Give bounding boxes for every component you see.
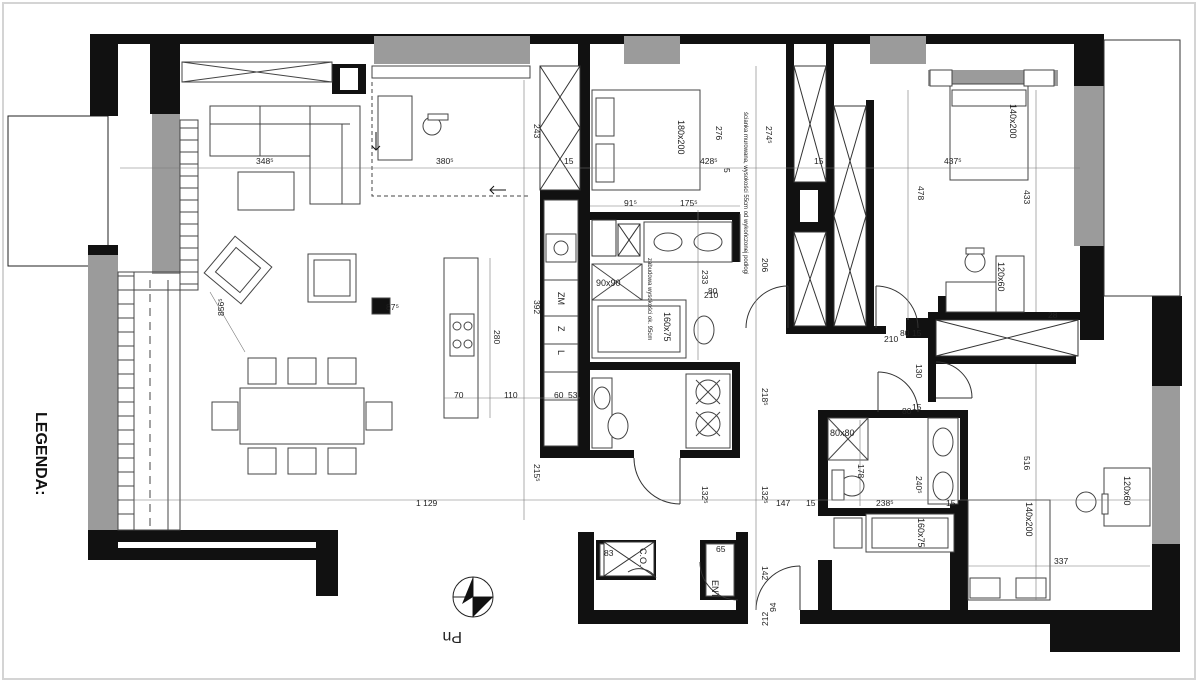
compass-icon — [452, 576, 494, 618]
dim-380: 380⁵ — [436, 156, 454, 166]
dim-210-b: 210 — [884, 334, 898, 344]
dim-212: 212 — [760, 612, 770, 626]
dim-348: 348⁵ — [256, 156, 274, 166]
shower-2-label: 80x80 — [830, 428, 855, 438]
dim-210-a: 210 — [704, 290, 718, 300]
dim-516: 516 — [1022, 456, 1032, 470]
bathroom-2 — [827, 417, 959, 553]
dim-175: 175⁵ — [680, 198, 698, 208]
dim-132-a: 132⁵ — [700, 486, 710, 504]
dim-130: 130 — [914, 364, 924, 378]
dim-65: 65 — [716, 544, 726, 554]
bed-2-label: 140x200 — [1008, 104, 1018, 139]
dim-15-g: 15 — [912, 328, 922, 338]
balcony — [7, 115, 109, 267]
wall-note: ścianka murowana, wysokości 55cm od wyko… — [742, 112, 748, 274]
dim-94: 94 — [768, 602, 778, 612]
dim-142: 142 — [760, 566, 770, 580]
dim-91: 91⁵ — [624, 198, 637, 208]
legend-label: LEGENDA: — [32, 412, 49, 496]
windows — [88, 36, 1180, 544]
dim-15-b: 15 — [814, 156, 824, 166]
dim-1129: 1 129 — [416, 498, 438, 508]
exterior-walls — [88, 34, 1182, 652]
kitchen-counter — [543, 199, 579, 447]
dim-15-f: 15 — [912, 402, 922, 412]
bed-3-label: 140x200 — [1024, 502, 1034, 537]
dim-28: 28 — [1048, 310, 1058, 320]
dim-215: 215⁵ — [532, 464, 542, 482]
dim-132-b: 132⁵ — [760, 486, 770, 504]
dim-276: 276 — [714, 126, 724, 140]
dim-110: 110 — [504, 390, 518, 400]
dim-437: 437⁵ — [944, 156, 962, 166]
dim-53: 53 — [568, 390, 578, 400]
north-label: Pn — [442, 628, 462, 645]
dim-433: 433 — [1022, 190, 1032, 204]
dim-274: 274⁵ — [764, 126, 774, 144]
dimension-labels: 348⁵ 380⁵ 428⁵ 437⁵ 15 15 91⁵ 175⁵ 87⁵ 7… — [216, 124, 1068, 626]
dim-147: 147 — [776, 498, 790, 508]
wardrobes — [539, 65, 1079, 577]
ent-label: ENT — [710, 580, 720, 599]
build-note: zabudowa wysokości ok. 95cm — [646, 258, 652, 340]
dim-478: 478 — [916, 186, 926, 200]
desk-1-label: 120x60 — [996, 262, 1006, 292]
dim-80-a: 80 — [708, 286, 718, 296]
dim-856: 856⁵ — [216, 298, 226, 316]
dim-238: 238⁵ — [876, 498, 894, 508]
dim-5: 5 — [722, 168, 732, 173]
bed-1-label: 180x200 — [676, 120, 686, 155]
bath-2-label: 160x75 — [916, 518, 926, 548]
dim-15-d: 15 — [806, 498, 816, 508]
dim-428: 428⁵ — [700, 156, 718, 166]
desk-2-label: 120x60 — [1122, 476, 1132, 506]
dim-240: 240⁵ — [914, 476, 924, 494]
dim-178: 178 — [856, 464, 866, 478]
co-label: C.O. — [638, 548, 648, 567]
dim-337: 337 — [1054, 556, 1068, 566]
dim-233: 233 — [700, 270, 710, 284]
dim-83: 83 — [604, 548, 614, 558]
dim-243: 243 — [532, 124, 542, 138]
dim-80-c: 80 — [902, 406, 912, 416]
z-label: Z — [556, 326, 566, 332]
dim-218: 218⁵ — [760, 388, 770, 406]
dim-15-e: 15 — [946, 498, 956, 508]
dim-80-b: 80 — [900, 328, 910, 338]
furniture-labels: 180x200 140x200 140x200 120x60 120x60 90… — [556, 104, 1132, 599]
dim-392: 392 — [532, 300, 542, 314]
l-label: L — [556, 350, 566, 355]
direction-arrow — [371, 132, 506, 195]
dimension-lines — [120, 66, 1150, 610]
dim-70: 70 — [454, 390, 464, 400]
dim-280: 280 — [492, 330, 502, 344]
living-furniture — [203, 82, 530, 475]
dim-15-a: 15 — [564, 156, 574, 166]
dim-87: 87⁵ — [386, 302, 399, 312]
bedroom-furniture — [591, 69, 1151, 601]
doors — [627, 285, 973, 611]
bathroom-1 — [591, 214, 741, 449]
shower-1-label: 90x90 — [596, 278, 621, 288]
dim-60: 60 — [554, 390, 564, 400]
terrace-floor — [117, 61, 531, 531]
bath-1-label: 160x75 — [662, 312, 672, 342]
dim-206: 206 — [760, 258, 770, 272]
zm-label: ZM — [556, 292, 566, 305]
